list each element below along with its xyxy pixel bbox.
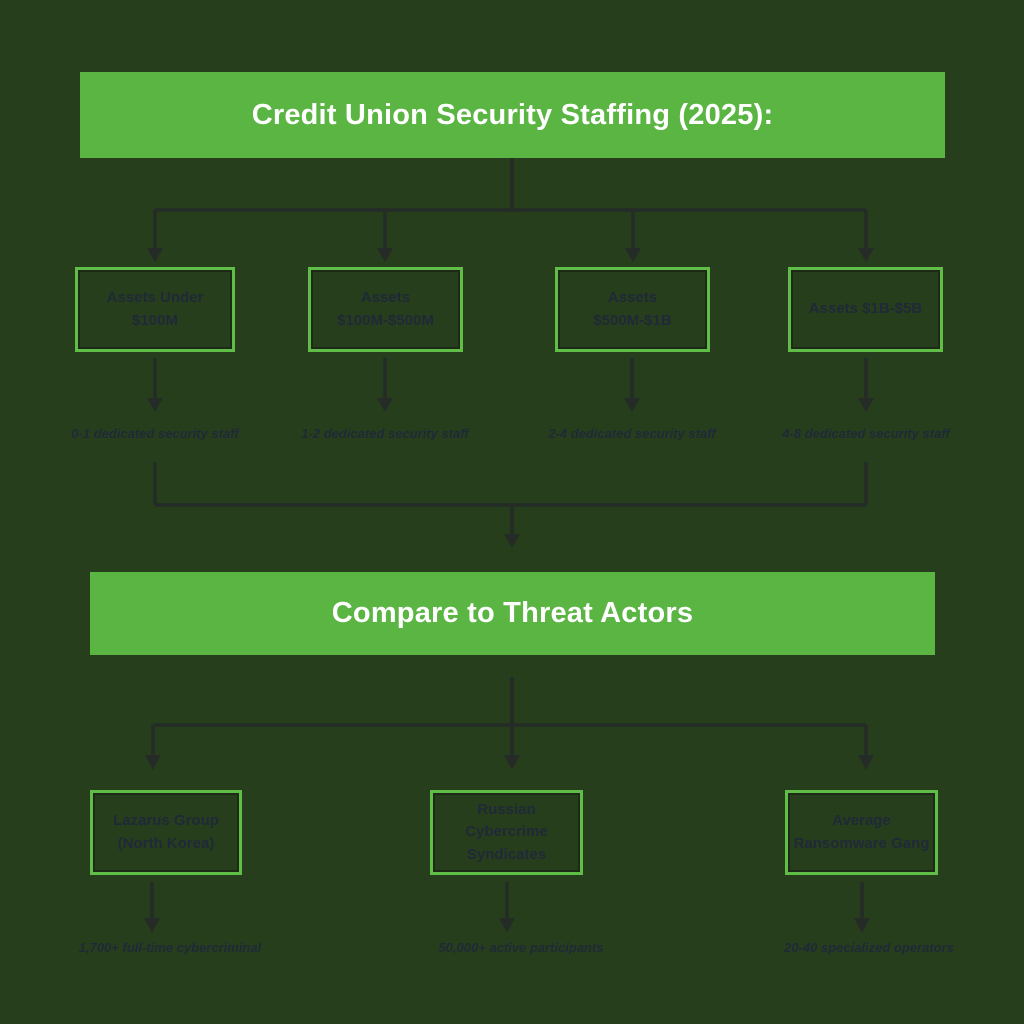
detail-caption-russian: 50,000+ active participants xyxy=(438,940,604,955)
tier-box-assets-100m-500m: Assets $100M-$500M xyxy=(308,267,463,352)
tier-box-label: Assets $1B-$5B xyxy=(808,300,923,318)
tier-box-assets-1b-5b: Assets $1B-$5B xyxy=(788,267,943,352)
tier-box-assets-500m-1b: Assets $500M-$1B xyxy=(555,267,710,352)
header-banner: Credit Union Security Staffing (2025): xyxy=(80,72,945,158)
connector-tiers-to-staff xyxy=(147,358,874,412)
actor-box-average-ransomware-gang: Average Ransomware Gang xyxy=(785,790,938,875)
actor-box-label: Average Ransomware Gang xyxy=(793,812,930,852)
compare-banner: Compare to Threat Actors xyxy=(90,572,935,655)
detail-caption-lazarus: 1,700+ full-time cybercriminal xyxy=(78,940,262,955)
connector-staff-to-compare xyxy=(153,462,868,548)
staff-caption-tier-2: 1-2 dedicated security staff xyxy=(301,426,469,441)
actor-box-russian-cybercrime: Russian Cybercrime Syndicates xyxy=(430,790,583,875)
connector-actors-to-details xyxy=(144,882,870,933)
staff-caption-tier-3: 2-4 dedicated security staff xyxy=(548,426,716,441)
detail-caption-ransomware: 20-40 specialized operators xyxy=(784,940,954,955)
compare-title: Compare to Threat Actors xyxy=(331,597,694,629)
tier-box-assets-under-100m: Assets Under $100M xyxy=(75,267,235,352)
actor-box-lazarus-group: Lazarus Group (North Korea) xyxy=(90,790,242,875)
actor-box-label: Lazarus Group (North Korea) xyxy=(113,812,219,852)
connector-header-to-tiers xyxy=(147,158,874,262)
tier-box-label: Assets Under $100M xyxy=(106,289,204,329)
tier-box-label: Assets $500M-$1B xyxy=(593,289,672,329)
header-title: Credit Union Security Staffing (2025): xyxy=(251,98,774,131)
connector-compare-to-actors xyxy=(145,677,874,770)
tier-box-label: Assets $100M-$500M xyxy=(337,289,434,329)
actor-box-label: Russian Cybercrime Syndicates xyxy=(465,800,548,863)
staff-caption-tier-4: 4-8 dedicated security staff xyxy=(782,426,950,441)
staff-caption-tier-1: 0-1 dedicated security staff xyxy=(71,426,239,441)
